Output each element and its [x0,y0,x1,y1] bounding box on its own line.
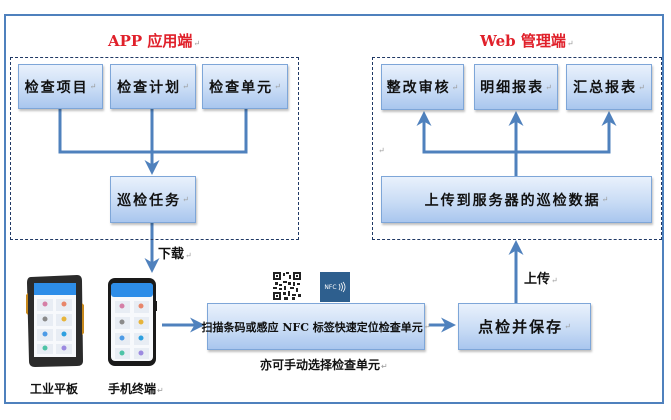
node-patrol-task-label: 巡检任务 [117,192,182,209]
node-inspect-and-save-label: 点检并保存 [478,318,564,336]
app-section-box [10,57,299,240]
diagram-frame [4,14,664,404]
app-section-title: APP 应用端↵ [108,32,201,50]
phone-icon [108,278,157,366]
tablet-caption: 工业平板 [30,382,79,396]
web-section-title: Web 管理端↵ [480,32,574,50]
node-inspect-and-save: 点检并保存↵ [458,303,591,350]
web-fanout-connector [416,111,617,176]
node-inspection-plan: 检查计划↵ [110,64,196,109]
nfc-waves-icon [338,281,345,293]
industrial-tablet-image [25,273,85,369]
node-scan-locate: 扫描条码或感应 NFC 标签快速定位检查单元↵ [202,303,431,350]
phone-caption: 手机终端↵ [108,382,164,396]
nfc-icon-text: NFC [324,283,337,291]
mobile-phone-image [107,277,157,367]
node-patrol-task: 巡检任务↵ [110,176,196,223]
node-inspection-item-label: 检查项目 [24,79,89,96]
node-summary-report: 汇总报表↵ [566,64,652,110]
node-uploaded-data: 上传到服务器的巡检数据↵ [381,176,652,223]
nfc-icon: NFC [320,272,350,302]
node-inspection-plan-label: 检查计划 [117,79,182,96]
node-inspection-unit-label: 检查单元 [209,79,274,96]
app-section-title-text: APP 应用端 [108,32,193,50]
node-detail-report: 明细报表↵ [474,64,558,110]
node-detail-report-label: 明细报表 [480,80,545,96]
download-label-text: 下载 [158,247,185,262]
upload-label: 上传↵ [524,272,558,287]
manual-select-note-text: 亦可手动选择检查单元 [260,358,381,372]
upload-label-text: 上传 [524,272,551,287]
node-rectification-review-label: 整改审核 [386,80,451,96]
node-rectification-review: 整改审核↵ [381,64,464,110]
download-label: 下载↵ [158,247,192,262]
paragraph-mark: ↵ [378,146,385,155]
node-inspection-unit: 检查单元↵ [202,64,288,109]
node-uploaded-data-label: 上传到服务器的巡检数据 [424,192,601,209]
web-section-box [372,57,662,240]
phone-caption-text: 手机终端 [108,382,157,396]
node-inspection-item: 检查项目↵ [18,64,103,109]
app-merge-connector [58,108,248,175]
web-section-title-text: Web 管理端 [480,32,566,50]
node-scan-locate-label: 扫描条码或感应 NFC 标签快速定位检查单元 [201,320,423,334]
node-summary-report-label: 汇总报表 [573,80,638,96]
qr-code-icon [273,272,301,300]
manual-select-note: 亦可手动选择检查单元↵ [260,358,388,372]
tablet-icon [26,275,84,367]
